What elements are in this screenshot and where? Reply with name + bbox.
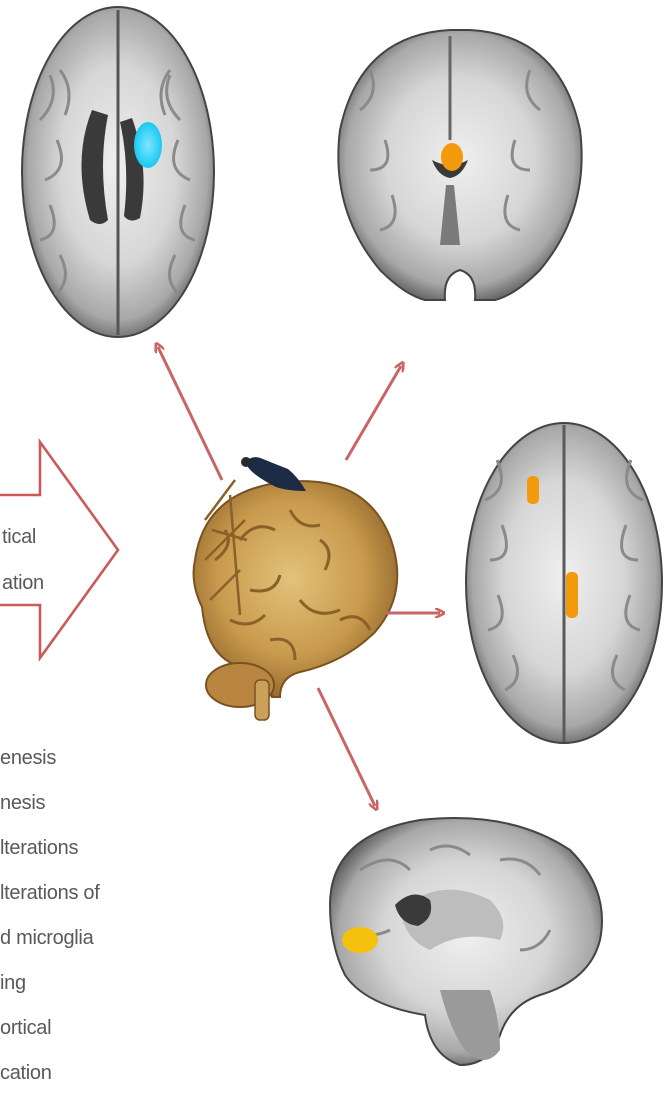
axial-slice-right [466, 423, 662, 743]
big-hollow-arrow [0, 442, 118, 658]
mechanism-item: lterations of [0, 883, 100, 903]
coronal-orange-highlight [441, 143, 463, 171]
mechanism-item: cation [0, 1063, 52, 1083]
big-arrow-text-line-1: tical [2, 527, 36, 547]
axial-slice-top [22, 7, 214, 337]
axial-blue-highlight [134, 122, 162, 168]
central-brain-illustration [194, 457, 398, 720]
arrow-to-axial-top [158, 347, 222, 480]
right-axial-orange-highlight-lower [566, 572, 578, 618]
arrow-to-coronal-top [346, 366, 401, 460]
coronal-slice-top [338, 30, 581, 300]
mechanism-item: nesis [0, 793, 45, 813]
mechanism-item: d microglia [0, 928, 93, 948]
mechanism-item: lterations [0, 838, 78, 858]
mechanism-item: enesis [0, 748, 56, 768]
mechanism-item: ing [0, 973, 26, 993]
sagittal-slice-bottom [330, 818, 602, 1065]
mechanism-item: ortical [0, 1018, 51, 1038]
right-axial-orange-highlight-upper [527, 476, 539, 504]
sagittal-yellow-highlight [342, 927, 378, 953]
big-arrow-text-line-2: ation [2, 573, 44, 593]
arrow-to-sagittal-bottom [318, 688, 375, 806]
